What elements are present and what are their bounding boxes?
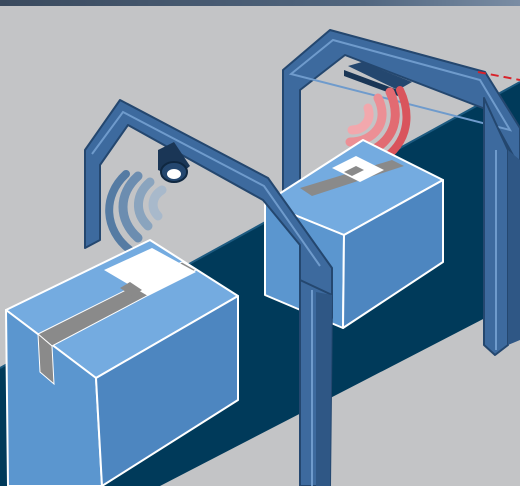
top-band xyxy=(0,0,520,6)
